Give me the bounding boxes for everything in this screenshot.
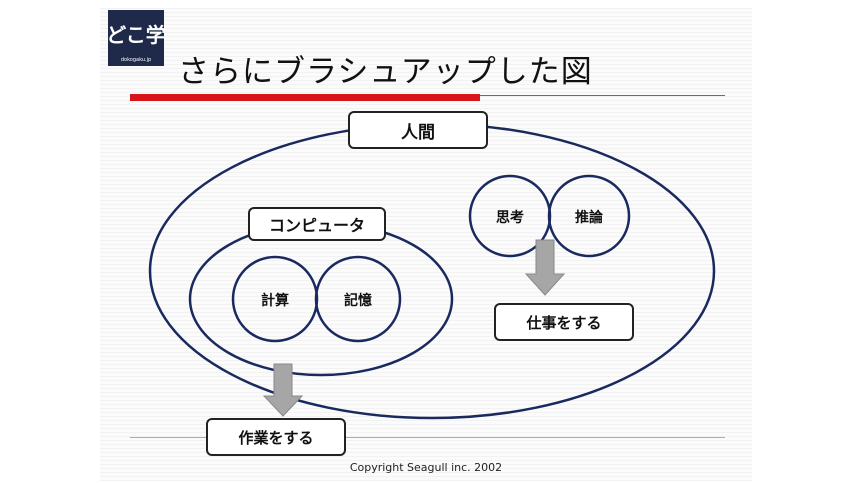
memory-circle bbox=[314, 255, 402, 343]
human-output-box: 仕事をする bbox=[494, 303, 634, 341]
human-output-arrow bbox=[524, 239, 566, 296]
logo-text: どこ学 bbox=[108, 23, 164, 47]
memory-label: 記憶 bbox=[344, 293, 372, 309]
logo-caption: dokogaku.jp bbox=[120, 57, 152, 63]
footer-divider-line bbox=[130, 437, 725, 438]
slide-title: さらにブラシュアップした図 bbox=[178, 54, 593, 90]
computer-box: コンピュータ bbox=[248, 207, 386, 241]
computer-output-box: 作業をする bbox=[206, 418, 346, 456]
thought-label: 思考 bbox=[496, 210, 524, 226]
logo: どこ学 dokogaku.jp bbox=[108, 10, 164, 66]
title-divider-line bbox=[480, 95, 725, 96]
title-accent-bar bbox=[130, 94, 480, 101]
computer-output-arrow bbox=[262, 363, 304, 417]
reasoning-label: 推論 bbox=[575, 210, 603, 226]
computer-ellipse bbox=[188, 221, 454, 377]
human-ellipse bbox=[148, 122, 716, 420]
reasoning-circle bbox=[547, 174, 631, 258]
slide: どこ学 dokogaku.jp さらにブラシュアップした図 人間 コンピュータ … bbox=[100, 8, 752, 481]
copyright-text: Copyright Seagull inc. 2002 bbox=[349, 461, 503, 474]
human-box: 人間 bbox=[348, 111, 488, 149]
diagram-canvas bbox=[148, 122, 716, 420]
calc-label: 計算 bbox=[261, 293, 289, 309]
logo-graphic: どこ学 bbox=[108, 23, 164, 47]
